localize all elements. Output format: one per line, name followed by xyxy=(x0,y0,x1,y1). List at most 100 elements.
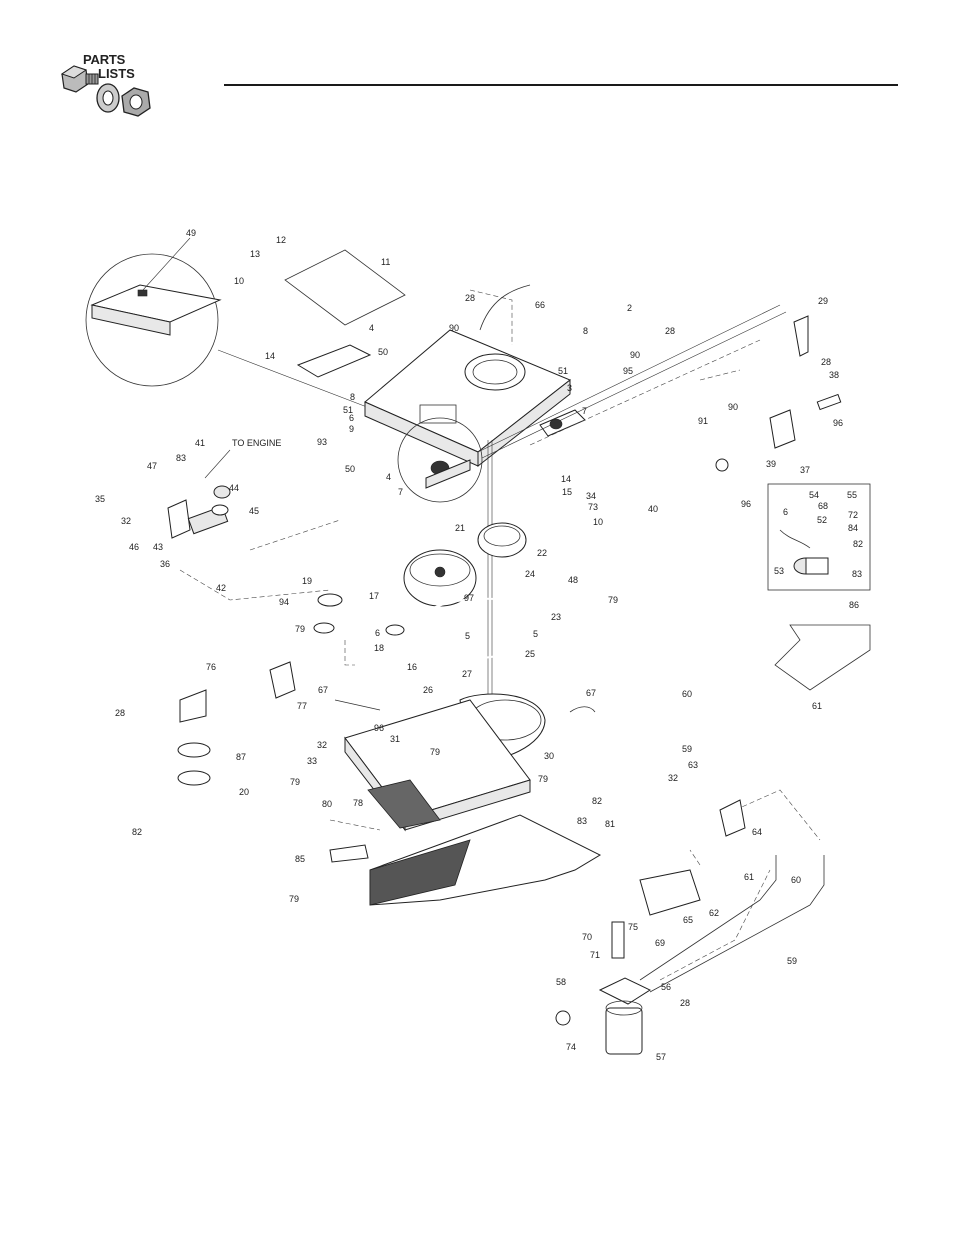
callout-61: 61 xyxy=(812,701,822,711)
callout-86: 86 xyxy=(849,600,859,610)
callout-33: 33 xyxy=(307,756,317,766)
callout-6: 6 xyxy=(375,628,380,638)
callout-43: 43 xyxy=(153,542,163,552)
callout-40: 40 xyxy=(648,504,658,514)
hoses-60-61 xyxy=(639,672,825,993)
callout-6: 6 xyxy=(783,507,788,517)
callout-4: 4 xyxy=(369,323,374,333)
callout-66: 66 xyxy=(535,300,545,310)
callout-labels: 49 12 13 10 11 28 66 90 2 8 28 90 29 28 … xyxy=(95,228,863,1062)
callout-69: 69 xyxy=(655,938,665,948)
callout-5: 5 xyxy=(465,631,470,641)
callout-96: 96 xyxy=(741,499,751,509)
callout-60: 60 xyxy=(682,689,692,699)
callout-38: 38 xyxy=(829,370,839,380)
callout-46: 46 xyxy=(129,542,139,552)
callout-19: 19 xyxy=(302,576,312,586)
callout-85: 85 xyxy=(295,854,305,864)
callout-20: 20 xyxy=(239,787,249,797)
callout-94: 94 xyxy=(279,597,289,607)
callout-79: 79 xyxy=(295,624,305,634)
detail-magnifier xyxy=(85,253,381,413)
callout-51: 51 xyxy=(558,366,568,376)
callout-12: 12 xyxy=(276,235,286,245)
callout-22: 22 xyxy=(537,548,547,558)
callout-77: 77 xyxy=(297,701,307,711)
callout-6: 6 xyxy=(349,413,354,423)
callout-58: 58 xyxy=(556,977,566,987)
callout-15: 15 xyxy=(562,487,572,497)
callout-57: 57 xyxy=(656,1052,666,1062)
callout-60: 60 xyxy=(791,875,801,885)
callout-44: 44 xyxy=(229,483,239,493)
callout-28: 28 xyxy=(821,357,831,367)
callout-55: 55 xyxy=(847,490,857,500)
callout-84: 84 xyxy=(848,523,858,533)
callout-68: 68 xyxy=(818,501,828,511)
callout-67: 67 xyxy=(318,685,328,695)
callout-49: 49 xyxy=(186,228,196,238)
callout-35: 35 xyxy=(95,494,105,504)
callout-87: 87 xyxy=(236,752,246,762)
bolt-washer-nut-icon xyxy=(60,65,151,117)
callout-82: 82 xyxy=(592,796,602,806)
callout-93: 93 xyxy=(317,437,327,447)
callout-83: 83 xyxy=(577,816,587,826)
callout-7: 7 xyxy=(582,406,587,416)
callout-97: 97 xyxy=(464,593,474,603)
callout-27: 27 xyxy=(462,669,472,679)
right-components xyxy=(687,315,842,513)
callout-23: 23 xyxy=(551,612,561,622)
callout-78: 78 xyxy=(353,798,363,808)
callout-83: 83 xyxy=(852,569,862,579)
callout-18: 18 xyxy=(374,643,384,653)
callout-50: 50 xyxy=(378,347,388,357)
callout-11: 11 xyxy=(381,257,390,267)
callout-32: 32 xyxy=(668,773,678,783)
callout-75: 75 xyxy=(628,922,638,932)
callout-90: 90 xyxy=(728,402,738,412)
callout-90: 90 xyxy=(630,350,640,360)
exhaust-assembly xyxy=(177,593,408,786)
callout-2: 2 xyxy=(627,303,632,313)
callout-39: 39 xyxy=(766,459,776,469)
callout-13: 13 xyxy=(250,249,260,259)
callout-24: 24 xyxy=(525,569,535,579)
callout-73: 73 xyxy=(588,502,598,512)
callout-61: 61 xyxy=(744,872,754,882)
callout-82: 82 xyxy=(853,539,863,549)
callout-59: 59 xyxy=(682,744,692,754)
callout-30: 30 xyxy=(544,751,554,761)
callout-79: 79 xyxy=(430,747,440,757)
callout-90: 90 xyxy=(449,323,459,333)
callout-52: 52 xyxy=(817,515,827,525)
callout-26: 26 xyxy=(423,685,433,695)
callout-28: 28 xyxy=(680,998,690,1008)
page-header: PARTS LISTS xyxy=(0,0,954,140)
callout-65: 65 xyxy=(683,915,693,925)
callout-53: 53 xyxy=(774,566,784,576)
callout-81: 81 xyxy=(605,819,615,829)
callout-51: 51 xyxy=(343,405,353,415)
to-engine-annotation: TO ENGINE xyxy=(232,438,281,448)
callout-62: 62 xyxy=(709,908,719,918)
callout-8: 8 xyxy=(583,326,588,336)
callout-32: 32 xyxy=(121,516,131,526)
callout-71: 71 xyxy=(590,950,600,960)
callout-7: 7 xyxy=(398,487,403,497)
belt-23 xyxy=(409,597,546,662)
callout-56: 56 xyxy=(661,982,671,992)
logo-text-parts: PARTS xyxy=(83,52,126,67)
callout-70: 70 xyxy=(582,932,592,942)
callout-5: 5 xyxy=(533,629,538,639)
detail-box-sensor xyxy=(767,483,871,591)
callout-14: 14 xyxy=(265,351,275,361)
oil-filter-group xyxy=(555,869,701,1055)
callout-28: 28 xyxy=(465,293,475,303)
callout-79: 79 xyxy=(608,595,618,605)
callout-28: 28 xyxy=(665,326,675,336)
callout-42: 42 xyxy=(216,583,226,593)
left-valve-group xyxy=(167,485,231,539)
callout-3: 3 xyxy=(567,383,572,393)
callout-72: 72 xyxy=(848,510,858,520)
